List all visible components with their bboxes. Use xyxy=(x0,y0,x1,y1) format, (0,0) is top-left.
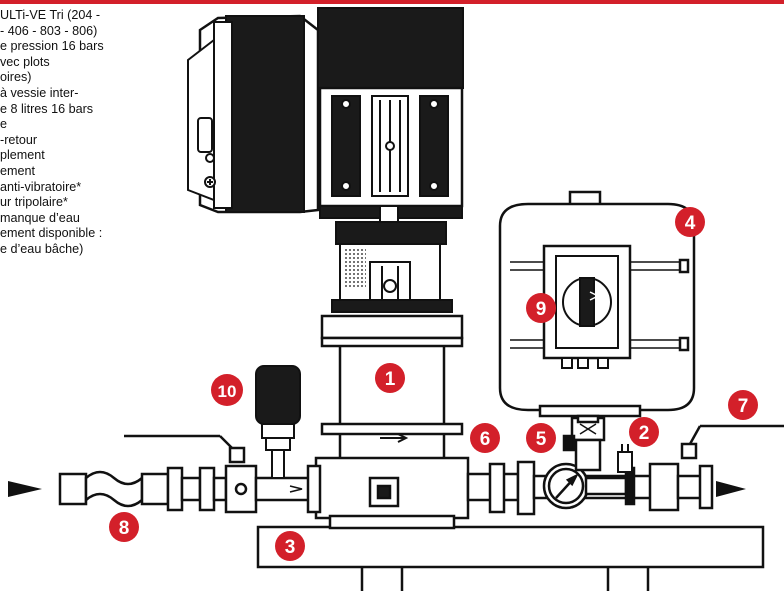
flow-arrow-in xyxy=(8,481,42,497)
legend-line: ement xyxy=(0,163,36,178)
svg-text:4: 4 xyxy=(685,213,696,234)
svg-text:5: 5 xyxy=(536,429,547,450)
legend-line: vec plots xyxy=(0,54,50,69)
coupling-lantern xyxy=(331,221,453,313)
suction-piping xyxy=(58,464,322,514)
legend-line: à vessie inter- xyxy=(0,85,79,100)
callout-2: 2 xyxy=(629,417,659,447)
svg-text:6: 6 xyxy=(480,429,491,450)
legend-line: plement xyxy=(0,148,45,163)
isolator-switch xyxy=(542,244,632,369)
pressure-switch xyxy=(617,444,633,473)
legend-line: ement disponible : xyxy=(0,226,103,241)
legend-line: anti-vibratoire* xyxy=(0,179,82,194)
svg-text:2: 2 xyxy=(639,423,650,444)
legend-line: -retour xyxy=(0,132,38,147)
legend-line: e d’eau bâche) xyxy=(0,241,84,256)
callout-3: 3 xyxy=(275,531,305,561)
legend-line: - 406 - 803 - 806) xyxy=(0,23,98,38)
legend-text: ULTi-VE Tri (204 - - 406 - 803 - 806) e … xyxy=(0,8,170,258)
callout-10: 10 xyxy=(211,374,243,406)
flow-arrows xyxy=(8,481,746,497)
legend-line: e xyxy=(0,117,8,132)
motor xyxy=(317,7,464,225)
svg-text:9: 9 xyxy=(536,299,547,320)
svg-text:8: 8 xyxy=(119,518,130,539)
svg-text:7: 7 xyxy=(738,396,749,417)
dry-run-sensor xyxy=(255,365,301,479)
callout-6: 6 xyxy=(470,423,500,453)
control-box xyxy=(187,14,320,214)
svg-text:1: 1 xyxy=(385,369,396,390)
callouts: 1 2 3 4 5 6 7 8 9 10 xyxy=(109,207,758,561)
legend-line: ULTi-VE Tri (204 - xyxy=(0,8,101,22)
callout-7: 7 xyxy=(728,390,758,420)
svg-text:3: 3 xyxy=(285,537,296,558)
pressure-gauge xyxy=(542,462,636,510)
check-valve xyxy=(562,416,606,472)
pump-body xyxy=(314,314,470,530)
legend-line: ur tripolaire* xyxy=(0,195,68,210)
legend-line: e 8 litres 16 bars xyxy=(0,101,94,116)
callout-1: 1 xyxy=(375,363,405,393)
flow-arrow-out xyxy=(716,481,746,497)
base-plate xyxy=(256,525,765,591)
callout-4: 4 xyxy=(675,207,705,237)
legend-line: oires) xyxy=(0,70,32,85)
valve-handles xyxy=(124,424,784,464)
discharge-piping xyxy=(466,460,714,516)
top-accent-bar xyxy=(0,0,784,4)
callout-5: 5 xyxy=(526,423,556,453)
legend-line: manque d’eau xyxy=(0,210,80,225)
callout-8: 8 xyxy=(109,512,139,542)
callout-9: 9 xyxy=(526,293,556,323)
legend-line: e pression 16 bars xyxy=(0,39,104,54)
svg-text:10: 10 xyxy=(218,382,237,401)
